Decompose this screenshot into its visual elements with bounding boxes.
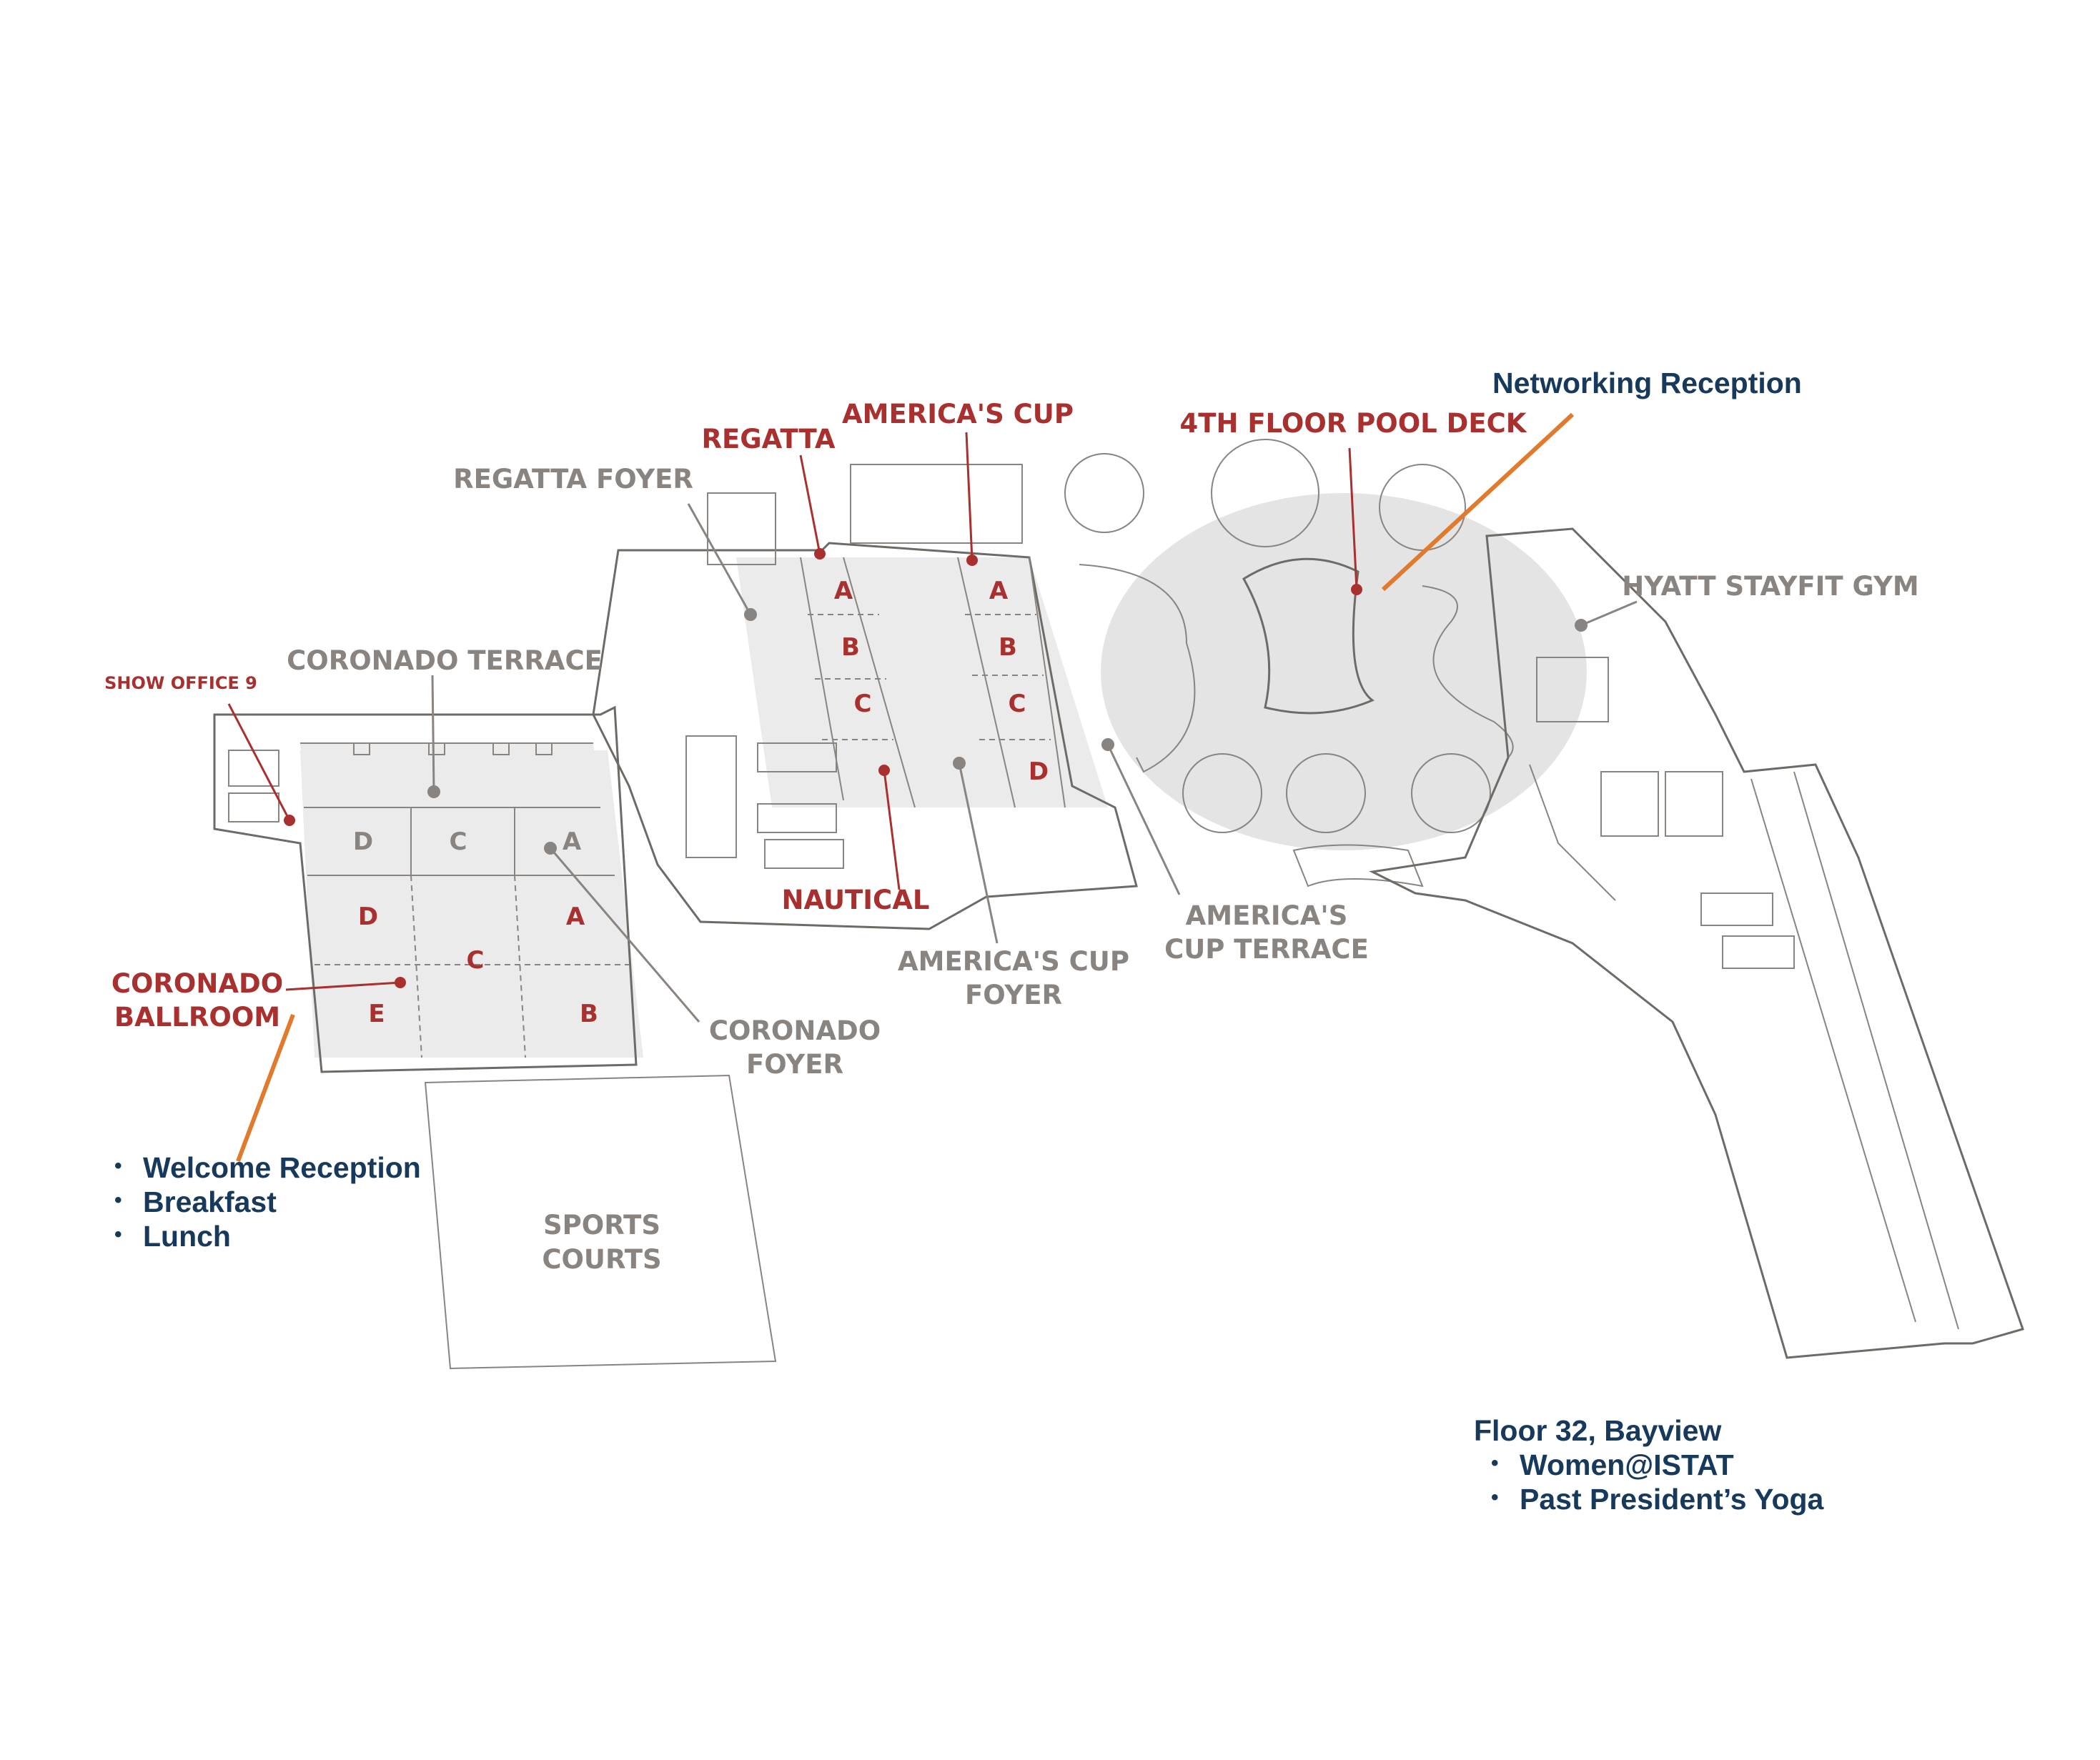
regatta-america-cup-shaded-area xyxy=(736,557,1108,807)
ballroom-section-b: B xyxy=(580,1000,598,1028)
america-cup-section-b: B xyxy=(999,633,1017,662)
ballroom-top-d: D xyxy=(353,827,373,856)
pool-deck-walls xyxy=(1064,439,1514,888)
ballroom-section-d: D xyxy=(358,903,378,931)
label-sports-courts-1: SPORTS xyxy=(543,1210,660,1241)
sports-courts-outline xyxy=(424,1074,777,1370)
list-item: Welcome Reception xyxy=(109,1149,421,1185)
label-america-cup-terrace-1: AMERICA'S xyxy=(1186,900,1348,931)
regatta-section-c: C xyxy=(854,690,872,718)
networking-callout-line xyxy=(1381,412,1575,592)
label-coronado-terrace: CORONADO TERRACE xyxy=(287,645,603,676)
central-wing-walls xyxy=(592,464,1138,930)
label-show-office: SHOW OFFICE 9 xyxy=(104,673,257,693)
floor32-heading: Floor 32, Bayview xyxy=(1474,1414,1722,1447)
coronado-terrace-shaded-area xyxy=(300,743,600,815)
ballroom-section-e: E xyxy=(368,1000,385,1028)
label-regatta-foyer: REGATTA FOYER xyxy=(453,464,693,494)
label-america-cup-foyer-2: FOYER xyxy=(965,980,1062,1010)
label-coronado-ballroom-2: BALLROOM xyxy=(114,1002,280,1033)
america-cup-section-c: C xyxy=(1009,690,1026,718)
ballroom-events-annotation: Welcome Reception Breakfast Lunch xyxy=(109,1149,421,1253)
list-item: Lunch xyxy=(109,1218,421,1253)
label-coronado-foyer-2: FOYER xyxy=(746,1049,843,1080)
floor32-events-list: Women@ISTAT Past President’s Yoga xyxy=(1485,1446,1823,1516)
label-sports-courts-2: COURTS xyxy=(542,1244,661,1275)
list-item: Past President’s Yoga xyxy=(1485,1481,1823,1516)
label-america-cup: AMERICA'S CUP xyxy=(842,399,1074,429)
list-item: Breakfast xyxy=(109,1183,421,1219)
regatta-section-b: B xyxy=(841,633,860,662)
label-america-cup-terrace-2: CUP TERRACE xyxy=(1164,934,1369,965)
floor32-annotation: Floor 32, Bayview Women@ISTAT Past Presi… xyxy=(1474,1413,1823,1516)
label-hyatt-gym: HYATT STAYFIT GYM xyxy=(1622,571,1918,602)
label-regatta: REGATTA xyxy=(702,424,836,454)
east-wing-walls xyxy=(1369,527,2024,1359)
ballroom-events-list: Welcome Reception Breakfast Lunch xyxy=(109,1149,421,1253)
label-america-cup-foyer-1: AMERICA'S CUP xyxy=(898,946,1129,977)
america-cup-section-d: D xyxy=(1029,757,1049,786)
label-nautical: NAUTICAL xyxy=(782,885,930,915)
america-cup-section-a: A xyxy=(989,577,1009,605)
ballroom-callout-line xyxy=(236,1013,295,1163)
label-coronado-ballroom-1: CORONADO xyxy=(112,968,283,999)
leader-lines xyxy=(227,432,1638,1023)
ballroom-top-a: A xyxy=(563,827,582,856)
ballroom-section-a: A xyxy=(566,903,585,931)
list-item: Women@ISTAT xyxy=(1485,1446,1823,1482)
regatta-section-a: A xyxy=(834,577,853,605)
coronado-ballroom-shaded-area xyxy=(300,750,643,1058)
ballroom-top-c: C xyxy=(450,827,467,856)
west-wing-walls xyxy=(213,705,638,1073)
networking-reception-annotation: Networking Reception xyxy=(1492,367,1802,399)
label-pool-deck: 4TH FLOOR POOL DECK xyxy=(1180,408,1527,439)
ballroom-section-c: C xyxy=(467,946,485,975)
pool-deck-shaded-area xyxy=(1101,493,1587,850)
label-coronado-foyer-1: CORONADO xyxy=(709,1015,881,1046)
